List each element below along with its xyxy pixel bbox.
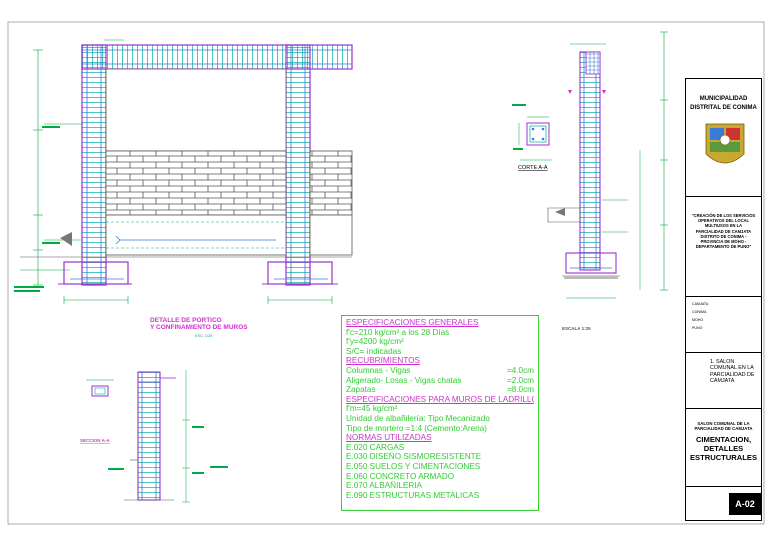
seccion-aa-detail [86, 370, 228, 503]
column-elevation [547, 31, 668, 299]
sheet-border [7, 21, 765, 525]
spec-line: S/C= indicadas [346, 346, 402, 356]
portico-title-1: DETALLE DE PORTICO [150, 317, 222, 324]
sheet-title-3: ESTRUCTURALES [689, 453, 758, 463]
location-note: 1. SALON COMUNAL EN LA PARCIALIDAD DE CA… [710, 359, 755, 385]
spec-line: f'm=45 kg/cm² [346, 404, 398, 414]
spec-line: Unidad de albañilería: Tipo Mecanizado [346, 413, 490, 423]
sheet-title-1: CIMENTACION, [695, 435, 752, 445]
sheet-title-cell: SALON COMUNAL DE LA PARCIALIDAD DE CAMJA… [686, 409, 761, 487]
spec-line: f'y=4200 kg/cm² [346, 337, 404, 347]
location-cell: CAMJATA CONIMA MOHO PUNO [686, 297, 761, 353]
spec-row: Columnas - Vigas =4.0cm [346, 366, 534, 376]
municipal-emblem [705, 123, 745, 164]
spec-line: Tipo de mortero =1:4 (Cemento:Arena) [346, 423, 487, 433]
portico-detail [14, 39, 353, 304]
spec-row: Aligerado- Losas - Vigas chatas =2.0cm [346, 376, 534, 386]
seccion-aa-label: SECCION A-A [80, 438, 110, 443]
spec-row-label: Aligerado- Losas - Vigas chatas [346, 375, 462, 385]
spec-heading-general: ESPECIFICACIONES GENERALES [346, 318, 479, 327]
norm-line: E.030 DISEÑO SISMORESISTENTE [346, 452, 482, 462]
entity-cell: MUNICIPALIDAD DISTRITAL DE CONIMA [686, 79, 761, 197]
spec-heading-recubrimientos: RECUBRIMIENTOS [346, 356, 420, 366]
spec-row-value: =4.0cm [506, 365, 534, 375]
note-cell: 1. SALON COMUNAL EN LA PARCIALIDAD DE CA… [686, 353, 761, 409]
spec-row-value: =8.0cm [506, 385, 534, 395]
specifications-box: ESPECIFICACIONES GENERALES f'c=210 kg/cm… [341, 315, 539, 511]
norm-line: E.050 SUELOS Y CIMENTACIONES [346, 461, 481, 471]
corte-aa-detail [512, 104, 552, 161]
spec-row-label: Zapatas [346, 385, 376, 395]
title-block: MUNICIPALIDAD DISTRITAL DE CONIMA "CREAC… [685, 78, 762, 521]
province-value: MOHO [692, 318, 704, 322]
entity-name-1: MUNICIPALIDAD [699, 96, 748, 102]
place-value: CAMJATA [692, 302, 709, 306]
project-cell: "CREACIÓN DE LOS SERVICIOS OPERATIVOS DE… [686, 197, 761, 297]
project-title: "CREACIÓN DE LOS SERVICIOS OPERATIVOS DE… [691, 213, 756, 250]
norm-line: E.090 ESTRUCTURAS METALICAS [346, 490, 480, 500]
spec-row-value: =2.0cm [506, 375, 534, 385]
sheet-number: A-02 [729, 493, 761, 515]
spec-row-label: Columnas - Vigas [346, 365, 411, 375]
portico-title-2: Y CONFINAMIENTO DE MUROS [150, 324, 248, 331]
spec-heading-normas: NORMAS UTILIZADAS [346, 433, 432, 443]
spec-row: Zapatas =8.0cm [346, 385, 534, 395]
sheet-title-2: DETALLES [703, 444, 744, 454]
spec-line: f'c=210 kg/cm² a los 28 Días [346, 327, 450, 337]
entity-name-2: DISTRITAL DE CONIMA [690, 105, 757, 111]
norm-line: E.070 ALBAÑILERIA [346, 481, 423, 491]
spec-heading-muros: ESPECIFICACIONES PARA MUROS DE LADRILLO [346, 394, 534, 404]
sheet-subtitle: SALON COMUNAL DE LA PARCIALIDAD DE CAMJA… [694, 421, 753, 432]
norm-line: E.020 CARGAS [346, 442, 405, 452]
department-value: PUNO [692, 326, 703, 330]
norm-line: E.060 CONCRETO ARMADO [346, 471, 455, 481]
portico-scale: ESC. 1/25 [195, 334, 212, 338]
escala-label: ESCALA 1:25 [562, 326, 591, 331]
district-value: CONIMA [692, 310, 707, 314]
corte-aa-label: CORTE A-A [518, 165, 548, 171]
